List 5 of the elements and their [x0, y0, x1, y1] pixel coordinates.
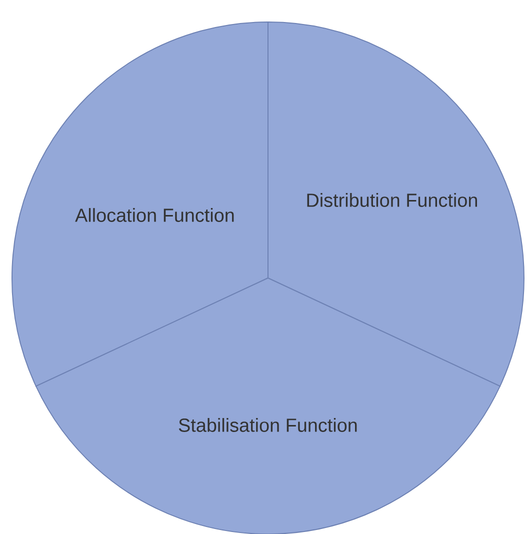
pie-sector: Distribution Function: [268, 22, 524, 387]
node-label: Stabilisation Function: [178, 418, 357, 432]
pie-sector: Stabilisation Function: [35, 278, 500, 534]
node-label: Distribution Function: [307, 193, 477, 207]
pie-sector: Allocation Function: [12, 22, 268, 387]
